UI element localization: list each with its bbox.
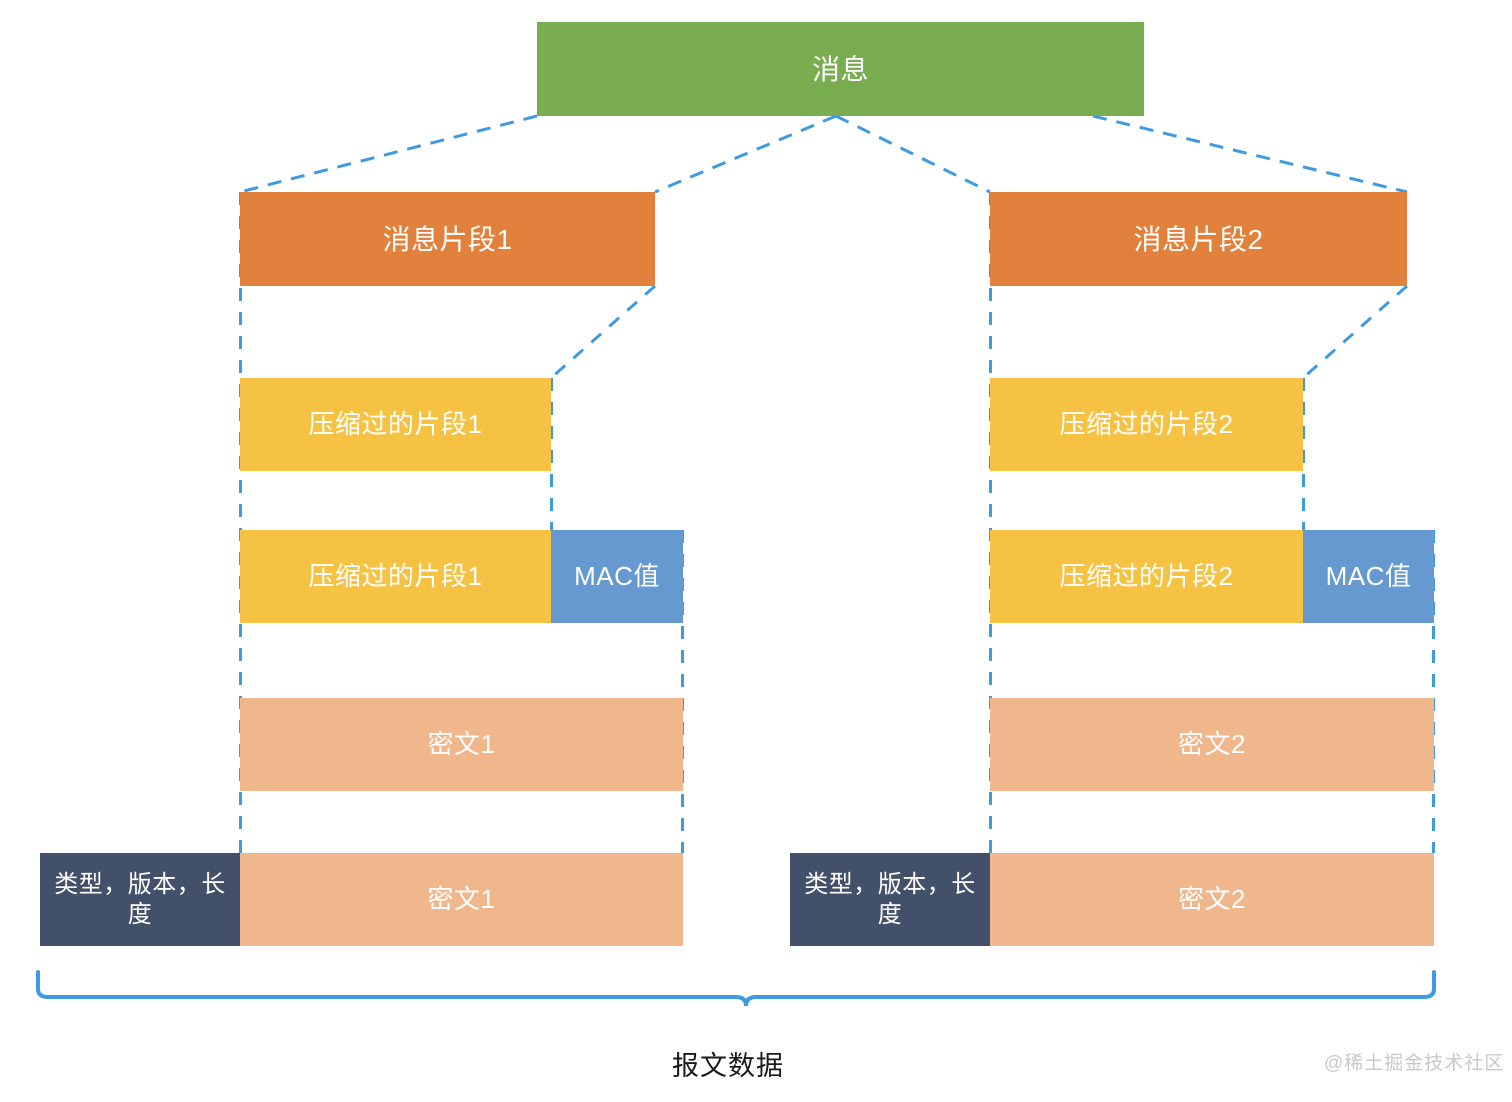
message-block[interactable]: 消息 xyxy=(537,22,1144,116)
bracket-caption: 报文数据 xyxy=(672,1051,784,1081)
ciphertext2-label: 密文2 xyxy=(1178,729,1246,760)
connector-message-to-fragment1-right xyxy=(654,114,837,194)
record1-header-block[interactable]: 类型，版本，长度 xyxy=(40,853,240,946)
connector-message-to-fragment2-left xyxy=(835,114,991,194)
ciphertext1-block[interactable]: 密文1 xyxy=(240,698,683,791)
connector-fragment1-to-compressed1 xyxy=(550,284,656,380)
record1-body-block[interactable]: 密文1 xyxy=(240,853,683,946)
record2-header-label: 类型，版本，长度 xyxy=(804,870,976,928)
mac1-label: MAC值 xyxy=(574,561,660,592)
fragment1-label: 消息片段1 xyxy=(382,223,513,255)
compressed2-with-mac-label: 压缩过的片段2 xyxy=(1059,561,1234,592)
compressed1-label: 压缩过的片段1 xyxy=(308,409,483,440)
compressed1-with-mac-block[interactable]: 压缩过的片段1 xyxy=(240,530,551,623)
mac2-block[interactable]: MAC值 xyxy=(1303,530,1434,623)
record1-body-label: 密文1 xyxy=(427,884,496,915)
fragment2-label: 消息片段2 xyxy=(1133,223,1264,255)
ciphertext1-label: 密文1 xyxy=(427,729,496,760)
compressed2-label: 压缩过的片段2 xyxy=(1059,409,1234,440)
bracket-message-data xyxy=(36,970,1436,1007)
record2-header-block[interactable]: 类型，版本，长度 xyxy=(790,853,990,946)
record1-header-label: 类型，版本，长度 xyxy=(54,870,226,928)
compressed1-block[interactable]: 压缩过的片段1 xyxy=(240,378,551,471)
record2-body-block[interactable]: 密文2 xyxy=(990,853,1434,946)
compressed1-with-mac-label: 压缩过的片段1 xyxy=(308,561,483,592)
compressed2-block[interactable]: 压缩过的片段2 xyxy=(990,378,1303,471)
watermark-label: @稀土掘金技术社区 xyxy=(1324,1053,1505,1074)
ciphertext2-block[interactable]: 密文2 xyxy=(990,698,1434,791)
mac1-block[interactable]: MAC值 xyxy=(551,530,683,623)
connector-fragment2-to-compressed2 xyxy=(1302,284,1408,380)
fragment1-block[interactable]: 消息片段1 xyxy=(240,192,655,286)
connector-message-to-fragment2-right xyxy=(1092,114,1408,194)
fragment2-block[interactable]: 消息片段2 xyxy=(990,192,1407,286)
message-block-label: 消息 xyxy=(811,53,869,85)
mac2-label: MAC值 xyxy=(1325,561,1412,592)
record2-body-label: 密文2 xyxy=(1178,884,1246,915)
compressed2-with-mac-block[interactable]: 压缩过的片段2 xyxy=(990,530,1303,623)
connector-message-to-fragment1-left xyxy=(239,114,538,194)
